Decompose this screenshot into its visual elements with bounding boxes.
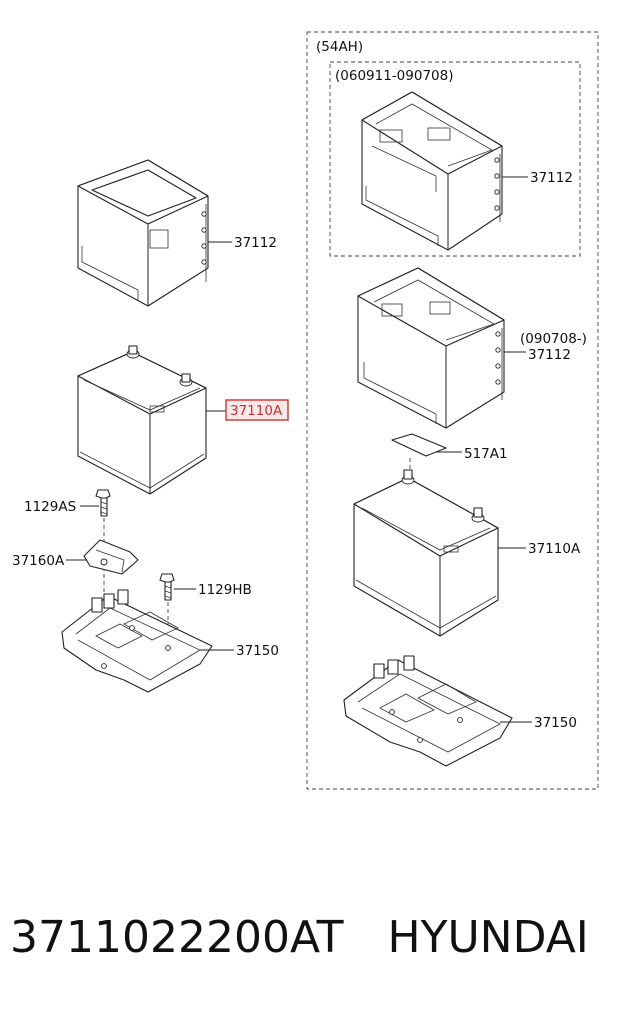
battery-cover-upper-2[interactable]: [357, 267, 505, 429]
label-date-range-2: (090708-): [520, 331, 587, 347]
label-date-range-1: (060911-090708): [335, 68, 453, 84]
group-frame-54ah: [306, 31, 599, 790]
bolt-1129hb[interactable]: [159, 573, 175, 601]
battery-clamp-37160a[interactable]: [83, 539, 139, 575]
highlight-box-37110a: [225, 399, 289, 421]
label-37112-upper-1[interactable]: 37112: [530, 170, 573, 186]
label-37112-left[interactable]: 37112: [234, 235, 277, 251]
battery-tray-base-left[interactable]: [61, 589, 213, 693]
label-37150-right[interactable]: 37150: [534, 715, 577, 731]
battery-right[interactable]: [353, 469, 499, 637]
part-number: 3711022200AT: [10, 912, 344, 963]
brand-name: HYUNDAI: [387, 912, 589, 963]
label-1129hb[interactable]: 1129HB: [198, 582, 252, 598]
label-37160a[interactable]: 37160A: [12, 553, 65, 569]
label-517a1[interactable]: 517A1: [464, 446, 508, 462]
group-frame-060911-090708: [329, 61, 581, 257]
label-37112-upper-2[interactable]: 37112: [528, 347, 571, 363]
battery-cover-upper-1[interactable]: [361, 91, 503, 251]
label-37150-left[interactable]: 37150: [236, 643, 279, 659]
label-37110a-right[interactable]: 37110A: [528, 541, 581, 557]
battery-tray-base-right[interactable]: [343, 655, 513, 767]
label-37110a-left[interactable]: 37110A: [230, 403, 283, 419]
footer-caption: 3711022200AT HYUNDAI: [10, 912, 610, 976]
bolt-1129as[interactable]: [95, 489, 111, 517]
label-sticker-517a1[interactable]: [391, 433, 447, 457]
battery-left[interactable]: [77, 345, 207, 495]
label-1129as[interactable]: 1129AS: [24, 499, 76, 515]
battery-cover-left[interactable]: [77, 159, 209, 307]
label-54ah: (54AH): [316, 39, 363, 55]
